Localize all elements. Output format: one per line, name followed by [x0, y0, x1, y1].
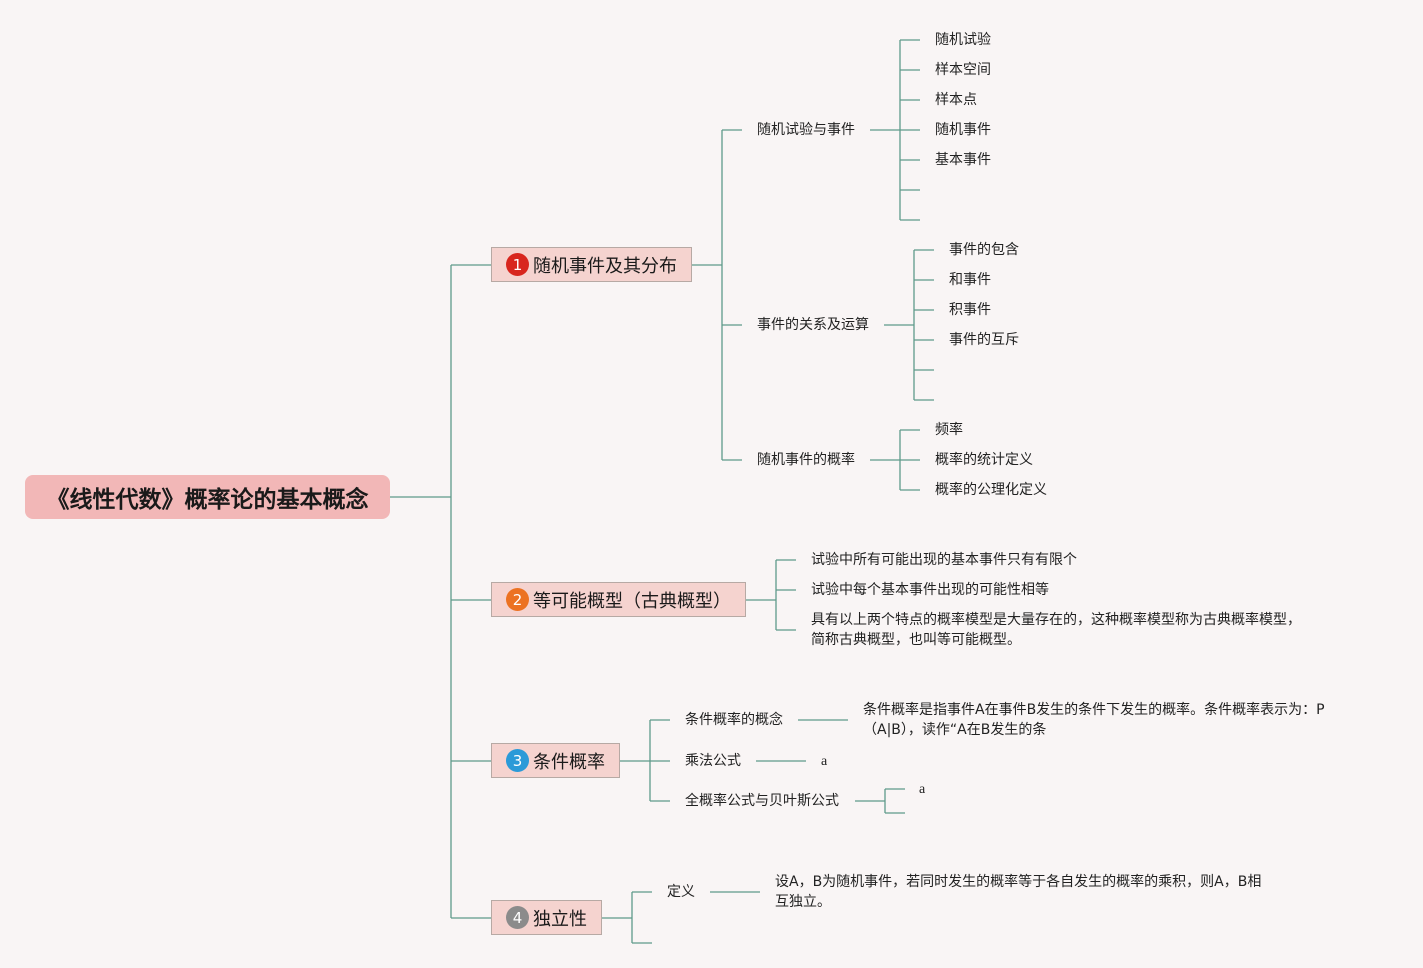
- branch-label: 独立性: [533, 908, 587, 930]
- branch-label: 条件概率: [533, 751, 605, 773]
- subtopic-event-relations[interactable]: 事件的关系及运算: [757, 317, 869, 333]
- leaf-topic[interactable]: 概率的统计定义: [935, 452, 1033, 468]
- leaf-topic[interactable]: 样本点: [935, 92, 977, 108]
- branch-label: 等可能概型（古典概型）: [533, 590, 731, 612]
- leaf-topic[interactable]: 事件的包含: [949, 242, 1019, 258]
- leaf-topic[interactable]: 随机事件: [935, 122, 991, 138]
- detail-text[interactable]: 条件概率是指事件A在事件B发生的条件下发生的概率。条件概率表示为：P（A|B），…: [863, 702, 1325, 738]
- leaf-topic[interactable]: 频率: [935, 422, 963, 438]
- number-badge-icon: 4: [506, 906, 529, 929]
- number-badge-icon: 3: [506, 749, 529, 772]
- branch-conditional-probability[interactable]: 3 条件概率: [491, 743, 620, 778]
- leaf-topic[interactable]: 和事件: [949, 272, 991, 288]
- leaf-topic[interactable]: 积事件: [949, 302, 991, 318]
- number-badge-icon: 1: [506, 253, 529, 276]
- subtopic-multiplication-formula[interactable]: 乘法公式: [685, 753, 741, 769]
- leaf-topic[interactable]: 事件的互斥: [949, 332, 1019, 348]
- leaf-topic[interactable]: 样本空间: [935, 62, 991, 78]
- number-badge-icon: 2: [506, 588, 529, 611]
- leaf-topic[interactable]: 基本事件: [935, 152, 991, 168]
- branch-label: 随机事件及其分布: [533, 255, 677, 277]
- root-title: 《线性代数》概率论的基本概念: [46, 487, 369, 513]
- detail-text[interactable]: a: [919, 782, 926, 797]
- detail-text[interactable]: a: [821, 754, 828, 769]
- leaf-topic[interactable]: 概率的公理化定义: [935, 482, 1047, 498]
- leaf-topic[interactable]: 随机试验: [935, 32, 991, 48]
- detail-text[interactable]: 设A，B为随机事件，若同时发生的概率等于各自发生的概率的乘积，则A，B相互独立。: [775, 874, 1262, 910]
- leaf-topic[interactable]: 试验中所有可能出现的基本事件只有有限个: [811, 552, 1077, 568]
- leaf-topic[interactable]: 具有以上两个特点的概率模型是大量存在的，这种概率模型称为古典概率模型，简称古典概…: [811, 612, 1301, 648]
- branch-random-events[interactable]: 1 随机事件及其分布: [491, 247, 692, 282]
- leaf-topic[interactable]: 试验中每个基本事件出现的可能性相等: [811, 582, 1049, 598]
- subtopic-total-probability-bayes[interactable]: 全概率公式与贝叶斯公式: [685, 793, 839, 809]
- subtopic-definition[interactable]: 定义: [667, 884, 695, 900]
- branch-classical-probability[interactable]: 2 等可能概型（古典概型）: [491, 582, 746, 617]
- subtopic-experiment-events[interactable]: 随机试验与事件: [757, 122, 855, 138]
- subtopic-conditional-concept[interactable]: 条件概率的概念: [685, 712, 783, 728]
- branch-independence[interactable]: 4 独立性: [491, 900, 602, 935]
- subtopic-event-probability[interactable]: 随机事件的概率: [757, 452, 855, 468]
- root-topic[interactable]: 《线性代数》概率论的基本概念: [25, 475, 390, 519]
